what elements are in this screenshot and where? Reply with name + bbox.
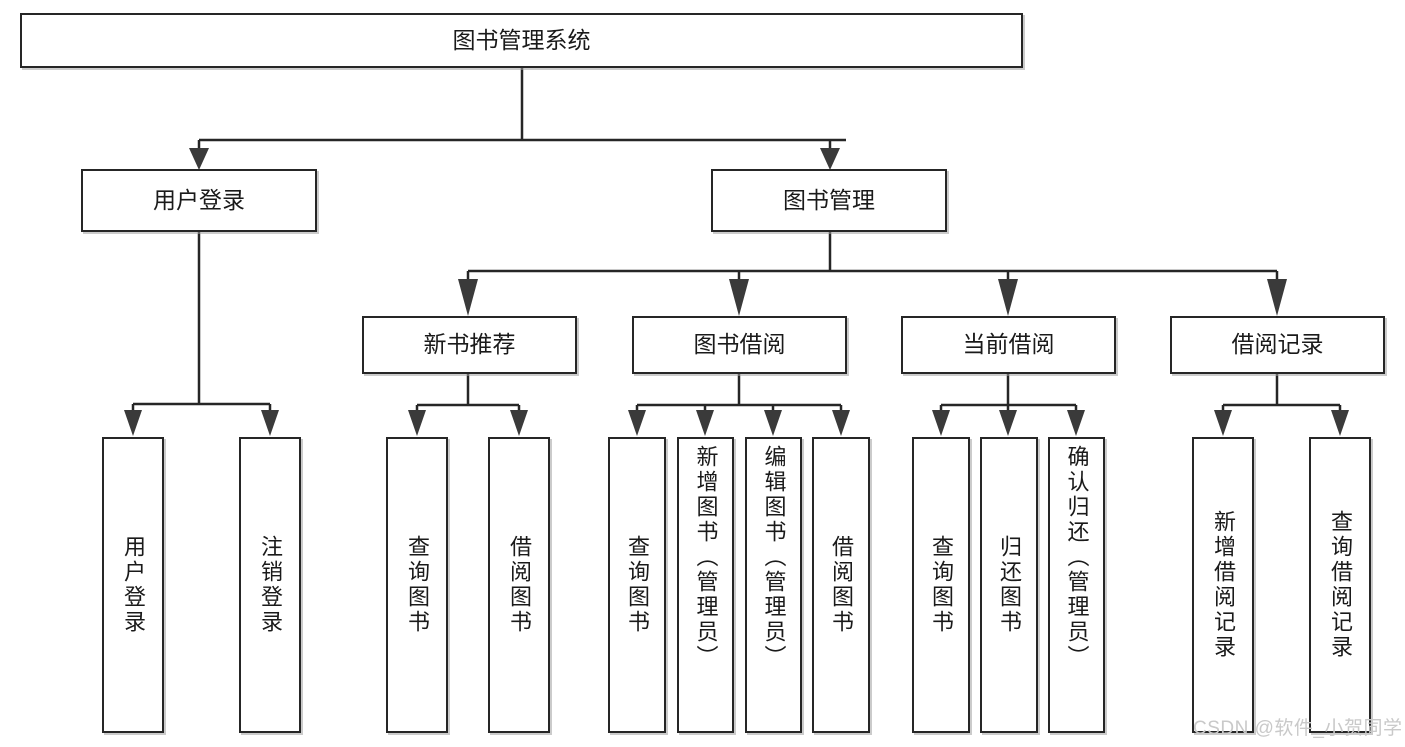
node-book-borrow-label: 图书借阅 <box>693 331 786 358</box>
node-leaf-user-login[interactable]: 用户登录 <box>102 437 164 733</box>
node-leaf-query-book-1[interactable]: 查询图书 <box>386 437 448 733</box>
arrow-leaf-query-book-3 <box>932 410 950 436</box>
node-new-book-recommend-label: 新书推荐 <box>423 331 516 358</box>
node-current-borrow-label: 当前借阅 <box>962 331 1055 358</box>
node-leaf-borrow-book-1-label: 借阅图书 <box>507 535 532 635</box>
node-leaf-query-book-2-label: 查询图书 <box>625 535 650 635</box>
node-leaf-borrow-book-1[interactable]: 借阅图书 <box>488 437 550 733</box>
node-book-management-label: 图书管理 <box>783 186 875 213</box>
node-leaf-query-book-1-label: 查询图书 <box>405 535 430 635</box>
node-user-login[interactable]: 用户登录 <box>81 169 317 232</box>
node-leaf-query-record-label: 查询借阅记录 <box>1328 510 1353 660</box>
node-new-book-recommend[interactable]: 新书推荐 <box>362 316 577 374</box>
node-leaf-user-login-label: 用户登录 <box>121 535 146 635</box>
node-leaf-confirm-return-label: 确认归还（管理员） <box>1064 445 1090 670</box>
arrow-leaf-query-book-2 <box>628 410 646 436</box>
arrow-leaf-confirm-return <box>1067 410 1085 436</box>
node-leaf-logout-label: 注销登录 <box>258 535 283 635</box>
node-leaf-query-book-3-label: 查询图书 <box>929 535 954 635</box>
node-leaf-query-book-3[interactable]: 查询图书 <box>912 437 970 733</box>
arrow-borrow-record <box>1267 279 1287 316</box>
arrow-book-borrow <box>729 279 749 316</box>
arrow-leaf-logout <box>261 410 279 436</box>
arrow-leaf-borrow-book-1 <box>510 410 528 436</box>
node-leaf-add-book[interactable]: 新增图书（管理员） <box>677 437 734 733</box>
node-borrow-record-label: 借阅记录 <box>1231 331 1324 358</box>
arrow-leaf-add-book <box>696 410 714 436</box>
node-root-book-management-system[interactable]: 图书管理系统 <box>20 13 1023 68</box>
arrow-book-management <box>820 148 840 170</box>
node-book-borrow[interactable]: 图书借阅 <box>632 316 847 374</box>
node-leaf-edit-book-label: 编辑图书（管理员） <box>761 445 787 670</box>
arrow-leaf-borrow-book-2 <box>832 410 850 436</box>
node-leaf-query-book-2[interactable]: 查询图书 <box>608 437 666 733</box>
node-root-label: 图书管理系统 <box>452 26 591 53</box>
node-current-borrow[interactable]: 当前借阅 <box>901 316 1116 374</box>
node-leaf-borrow-book-2[interactable]: 借阅图书 <box>812 437 870 733</box>
node-leaf-add-record[interactable]: 新增借阅记录 <box>1192 437 1254 733</box>
node-leaf-query-record[interactable]: 查询借阅记录 <box>1309 437 1371 733</box>
node-leaf-borrow-book-2-label: 借阅图书 <box>829 535 854 635</box>
arrow-leaf-query-book-1 <box>408 410 426 436</box>
node-leaf-add-record-label: 新增借阅记录 <box>1211 510 1236 660</box>
node-leaf-add-book-label: 新增图书（管理员） <box>693 445 719 670</box>
arrow-current-borrow <box>998 279 1018 316</box>
arrow-leaf-edit-book <box>764 410 782 436</box>
node-leaf-return-book[interactable]: 归还图书 <box>980 437 1038 733</box>
arrow-leaf-query-record <box>1331 410 1349 436</box>
arrow-leaf-return-book <box>999 410 1017 436</box>
node-leaf-confirm-return[interactable]: 确认归还（管理员） <box>1048 437 1105 733</box>
node-book-management[interactable]: 图书管理 <box>711 169 947 232</box>
node-leaf-edit-book[interactable]: 编辑图书（管理员） <box>745 437 802 733</box>
arrow-leaf-add-record <box>1214 410 1232 436</box>
arrow-new-book-recommend <box>458 279 478 316</box>
arrow-leaf-user-login <box>124 410 142 436</box>
node-borrow-record[interactable]: 借阅记录 <box>1170 316 1385 374</box>
node-leaf-return-book-label: 归还图书 <box>997 535 1022 635</box>
arrow-user-login <box>189 148 209 170</box>
node-leaf-logout[interactable]: 注销登录 <box>239 437 301 733</box>
node-user-login-label: 用户登录 <box>153 186 245 213</box>
